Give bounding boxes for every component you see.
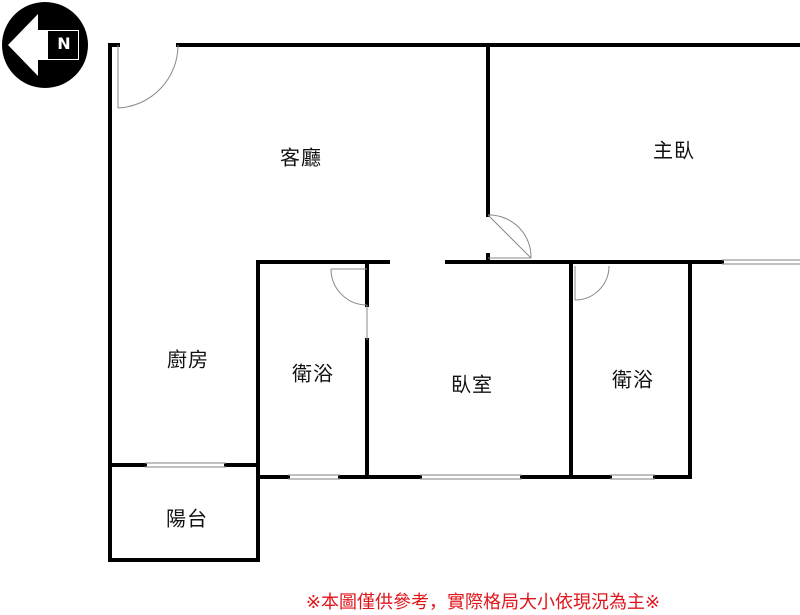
door-bath-1 xyxy=(330,268,368,340)
north-arrow-icon xyxy=(2,2,88,88)
doors xyxy=(117,44,610,340)
room-label-bedroom: 臥室 xyxy=(451,372,493,397)
window-balcony xyxy=(145,462,226,468)
room-label-bathroom-1: 衛浴 xyxy=(292,361,334,386)
walls xyxy=(108,43,800,562)
room-label-bathroom-2: 衛浴 xyxy=(612,367,654,392)
room-label-kitchen: 廚房 xyxy=(167,347,209,372)
window-bath-2 xyxy=(610,474,655,480)
compass-letter: N xyxy=(57,34,71,53)
room-label-master-bedroom: 主臥 xyxy=(653,138,695,163)
room-label-living-room: 客廳 xyxy=(280,145,322,170)
windows xyxy=(145,259,800,480)
window-bedroom xyxy=(420,474,522,480)
room-label-balcony: 陽台 xyxy=(166,506,208,531)
door-entrance xyxy=(117,44,179,109)
window-bath-1 xyxy=(288,474,340,480)
window-master-bedroom xyxy=(722,259,800,265)
door-bath-2 xyxy=(574,265,610,301)
disclaimer-text: ※本圖僅供參考，實際格局大小依現況為主※ xyxy=(305,592,661,613)
door-master-bedroom xyxy=(487,214,532,259)
